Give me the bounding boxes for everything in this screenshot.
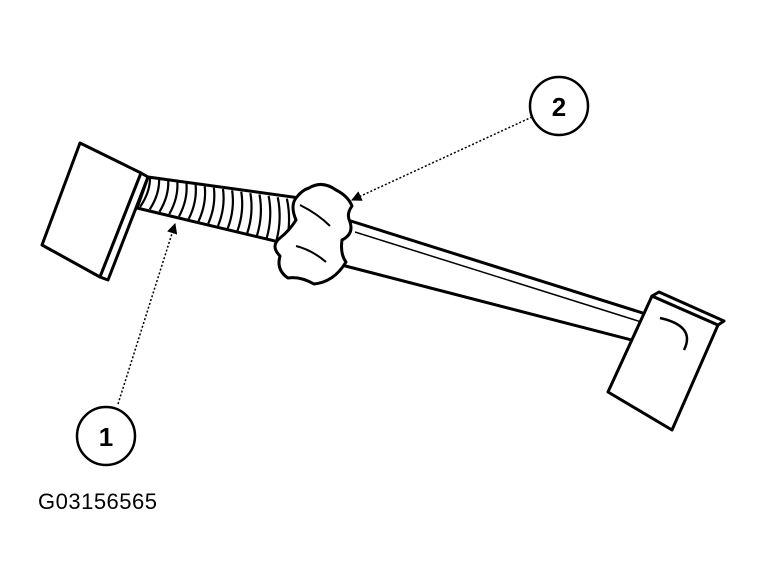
thread-ridge — [207, 187, 216, 225]
star-knob — [273, 183, 354, 286]
callout-1-leader — [117, 222, 178, 405]
thread-ridge — [275, 197, 281, 241]
figure-code: G03156565 — [38, 489, 158, 514]
thread-ridge — [236, 191, 244, 232]
callout-1: 1 — [75, 405, 137, 467]
thread-ridge — [187, 184, 197, 220]
left-foot-pad — [40, 141, 150, 282]
thread-ridge — [255, 194, 263, 236]
thread-ridge — [148, 179, 161, 210]
right-foot-pad — [606, 290, 726, 432]
threaded-screw — [135, 175, 302, 249]
callout-2-leader — [351, 116, 533, 201]
thread-ridge — [226, 190, 235, 229]
thread-ridge — [265, 195, 272, 239]
callout-1-label: 1 — [99, 422, 113, 452]
thread-ridge — [246, 192, 253, 234]
thread-ridge — [158, 180, 170, 213]
thread-ridge — [197, 186, 207, 222]
callout-2: 2 — [528, 75, 590, 137]
thread-ridge — [178, 183, 188, 218]
thread-ridge — [168, 182, 179, 215]
callout-2-label: 2 — [552, 92, 566, 122]
thread-ridge — [139, 177, 152, 208]
slide-bar — [328, 215, 688, 354]
thread-ridge — [216, 188, 225, 227]
